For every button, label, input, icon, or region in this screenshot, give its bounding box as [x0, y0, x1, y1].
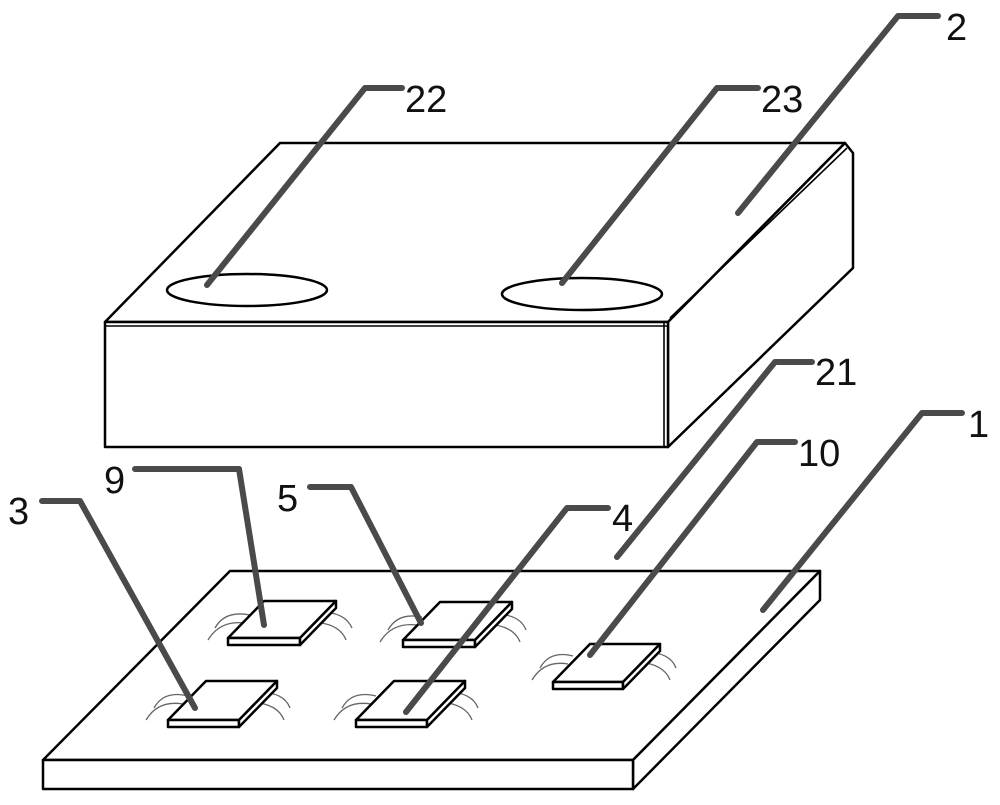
leader-4: [403, 505, 611, 715]
label-1: 1: [968, 404, 989, 446]
label-3: 3: [8, 491, 29, 533]
label-10: 10: [798, 433, 840, 475]
label-9: 9: [104, 460, 125, 502]
reference-numerals: 22 23 2 21 1 10 9 5 3 4: [8, 7, 989, 540]
chip-10: [531, 642, 677, 691]
leader-10: [587, 439, 798, 658]
leader-9: [132, 466, 267, 628]
leader-2: [735, 13, 941, 216]
label-22: 22: [405, 79, 447, 121]
lid-front-face: [103, 320, 670, 449]
leader-1: [760, 410, 965, 613]
chip-9: [207, 599, 353, 647]
leader-lines: [39, 13, 965, 715]
leader-23: [559, 85, 761, 286]
label-21: 21: [815, 352, 857, 394]
lid-hole-23: [500, 276, 664, 312]
board-top-face: [41, 569, 822, 762]
lid-hole-22: [165, 272, 329, 308]
leader-22: [204, 85, 405, 288]
label-23: 23: [761, 79, 803, 121]
chip-4: [333, 679, 479, 729]
leader-3: [39, 498, 198, 711]
label-4: 4: [612, 498, 633, 540]
label-2: 2: [946, 7, 967, 49]
board-front-face: [41, 758, 635, 791]
leader-21: [614, 359, 815, 560]
label-5: 5: [277, 478, 298, 520]
leader-5: [307, 484, 424, 626]
